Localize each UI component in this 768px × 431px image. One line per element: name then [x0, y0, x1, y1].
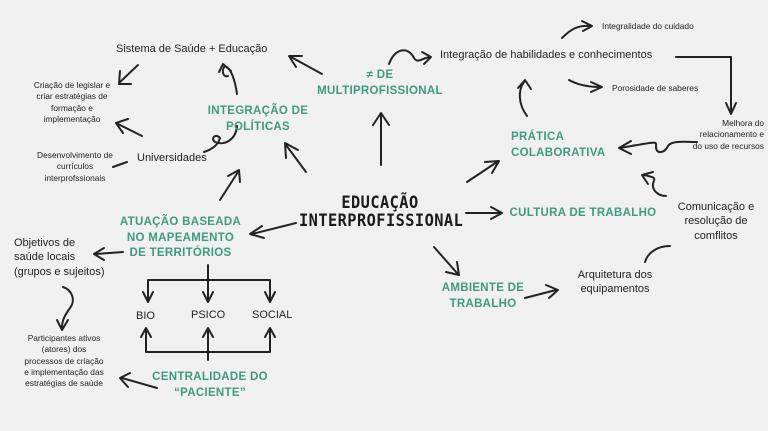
bracket-top: [142, 264, 276, 303]
arrow-objetivos-to-participantes: [56, 286, 74, 331]
node-objetivos: Objetivos de saúde locais (grupos e suje…: [14, 237, 105, 278]
arrow-ambiente-to-arquitetura: [524, 284, 559, 299]
center-title: EDUCAÇÃO INTERPROFISSIONAL: [299, 193, 464, 231]
node-bio: BIO: [136, 310, 155, 322]
arrow-melhora-to-pratica: [618, 140, 698, 155]
node-integracao-politicas: INTEGRAÇÃO DE POLÍTICAS: [207, 105, 309, 133]
bracket-bottom: [140, 327, 276, 361]
node-melhora: Melhora do relacionamento e do uso de re…: [692, 118, 764, 151]
arrow-integracao-to-integralidade: [561, 20, 593, 39]
node-atuacao-baseada: ATUAÇÃO BASEADA NO MAPEAMENTO DE TERRITÓ…: [119, 216, 242, 260]
node-integralidade: Integralidade do cuidado: [602, 21, 694, 31]
arrow-atuacao-to-politicas: [219, 169, 241, 201]
node-cultura-trabalho: CULTURA DE TRABALHO: [509, 207, 657, 219]
arrow-center-to-atuacao: [249, 222, 297, 239]
node-comunicacao: Comunicação e resolução de comflitos: [677, 201, 755, 242]
arrow-pratica-to-integracao: [517, 79, 532, 117]
arrow-multi-to-integracao-hab: [388, 49, 432, 65]
arrow-atuacao-to-objetivos: [93, 247, 124, 261]
arrow-politicas-to-universidades: [203, 125, 238, 153]
arrow-universidades-to-desenvolvimento: [115, 118, 143, 137]
node-social: SOCIAL: [252, 309, 293, 321]
node-multiprofissional: ≠ DE MULTIPROFISSIONAL: [317, 69, 443, 97]
node-participantes: Participantes ativos (atores) dos proces…: [24, 333, 104, 389]
node-psico: PSICO: [191, 309, 226, 321]
arrow-center-to-multiprofissional: [372, 112, 390, 166]
node-porosidade: Porosidade de saberes: [612, 83, 699, 93]
arrow-centralidade-to-participantes: [119, 372, 158, 389]
arrow-arquitetura-to-comunicacao: [644, 245, 671, 263]
node-centralidade: CENTRALIDADE DO “PACIENTE”: [152, 371, 268, 399]
arrow-center-to-ambiente: [433, 246, 460, 276]
arrow-center-to-cultura: [465, 206, 503, 220]
arrow-politicas-to-sistema: [218, 63, 238, 95]
arrow-multi-to-sistema: [288, 55, 323, 75]
arrow-integracao-to-porosidade: [568, 79, 603, 93]
arrow-center-to-integracao-politicas: [284, 142, 307, 173]
arrow-center-to-pratica: [466, 160, 500, 183]
node-desenvolvimento-curriculos: Desenvolvimento de currículos interprofs…: [37, 150, 113, 183]
arrow-comunicacao-to-pratica: [641, 171, 667, 197]
arrow-universidades-to-small: [112, 161, 128, 168]
arrow-integracao-to-melhora: [675, 56, 737, 115]
node-sistema-saude: Sistema de Saúde + Educação: [116, 43, 268, 55]
arrow-sistema-to-criacao: [118, 64, 139, 85]
node-integracao-habilidades: Integração de habilidades e conhecimento…: [440, 49, 653, 61]
node-criacao-legislar: Criação de legislar e criar estratégias …: [33, 80, 111, 125]
node-universidades: Universidades: [137, 152, 207, 164]
node-pratica-colaborativa: PRÁTICA COLABORATIVA: [511, 131, 606, 159]
node-arquitetura: Arquitetura dos equipamentos: [577, 269, 653, 296]
node-ambiente-trabalho: AMBIENTE DE TRABALHO: [441, 282, 525, 310]
